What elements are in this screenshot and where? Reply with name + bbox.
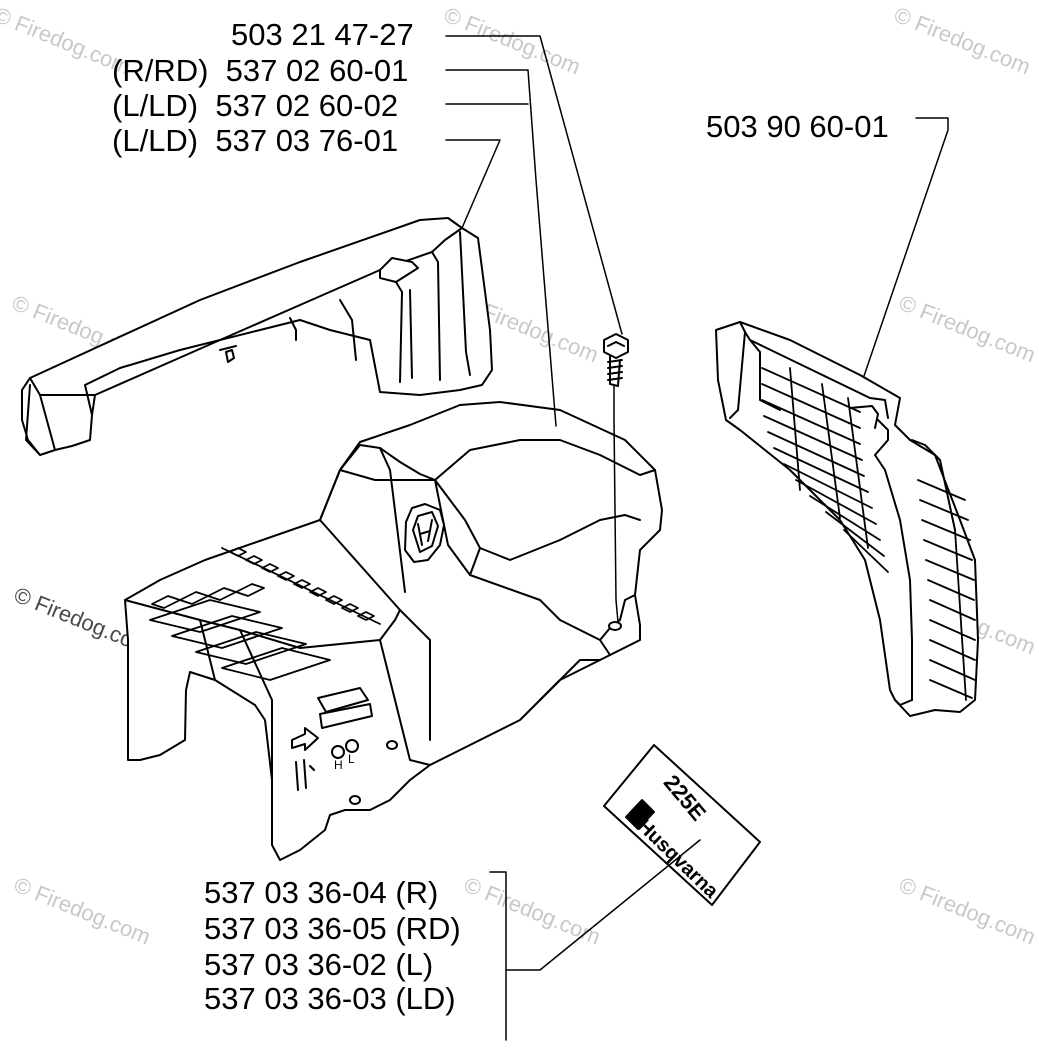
- cover-mark-l: L: [348, 752, 355, 766]
- exploded-view-drawing: [21, 35, 979, 1041]
- cover-mark-h: H: [334, 758, 343, 772]
- label-decal-rd: 537 03 36-05 (RD): [204, 911, 461, 946]
- label-decal-l: 537 03 36-02 (L): [204, 947, 434, 982]
- decal-part: [603, 744, 761, 906]
- label-cover-rrd: (R/RD) 537 02 60-01: [112, 53, 409, 88]
- label-top-cover: (L/LD) 537 03 76-01: [112, 123, 399, 158]
- grille-part: [715, 321, 979, 717]
- cylinder-cover-part: [124, 401, 663, 861]
- label-cover-lld: (L/LD) 537 02 60-02: [112, 88, 399, 123]
- label-grille: 503 90 60-01: [706, 109, 889, 144]
- label-screw: 503 21 47-27: [231, 17, 414, 52]
- leader-lines: [445, 35, 949, 1041]
- top-cover-part: [21, 217, 493, 456]
- label-decal-r: 537 03 36-04 (R): [204, 875, 439, 910]
- label-decal-ld: 537 03 36-03 (LD): [204, 981, 456, 1016]
- screw-part: [603, 333, 629, 623]
